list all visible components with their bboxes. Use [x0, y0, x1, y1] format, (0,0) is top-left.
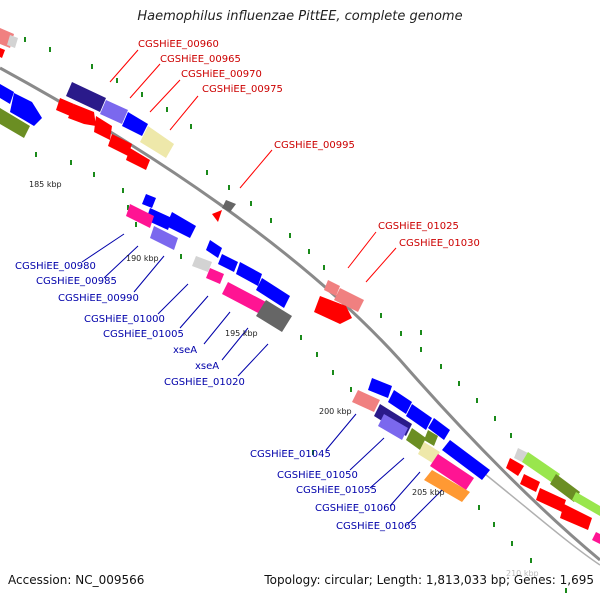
genome-backbone-inner	[479, 469, 600, 566]
gene-label-01005[interactable]: CGSHiEE_01005	[103, 329, 184, 340]
gene-label-01050[interactable]: CGSHiEE_01050	[277, 470, 358, 481]
gene-label-00965[interactable]: CGSHiEE_00965	[160, 54, 241, 65]
gene-cluster-right[interactable]	[506, 448, 600, 544]
gene-label-01045[interactable]: CGSHiEE_01045	[250, 449, 331, 460]
gene-label-00960[interactable]: CGSHiEE_00960	[138, 39, 219, 50]
callout-lines-bottom	[81, 233, 443, 525]
gene-label-00995[interactable]: CGSHiEE_00995	[274, 140, 355, 151]
tick-labels: 185 kbp 190 kbp 195 kbp 200 kbp 205 kbp …	[29, 180, 539, 578]
gene-label-01060[interactable]: CGSHiEE_01060	[315, 503, 396, 514]
tick-label-200: 200 kbp	[319, 407, 352, 416]
map-title: Haemophilus influenzae PittEE, complete …	[137, 9, 463, 24]
tick-dashes	[24, 37, 567, 593]
gene-label-00970[interactable]: CGSHiEE_00970	[181, 69, 262, 80]
gene-labels-bottom: CGSHiEE_00980 CGSHiEE_00985 CGSHiEE_0099…	[15, 261, 417, 532]
accession-label: Accession: NC_009566	[8, 573, 145, 587]
gene-label-01000[interactable]: CGSHiEE_01000	[84, 314, 165, 325]
topology-label: Topology: circular; Length: 1,813,033 bp…	[264, 573, 594, 587]
tick-label-185: 185 kbp	[29, 180, 62, 189]
tick-label-205: 205 kbp	[412, 488, 445, 497]
gene-cluster-00980[interactable]	[126, 194, 196, 250]
gene-label-01025[interactable]: CGSHiEE_01025	[378, 221, 459, 232]
gene-cluster-00995[interactable]	[212, 200, 236, 222]
gene-cluster-01000[interactable]	[192, 240, 292, 332]
tick-label-190: 190 kbp	[126, 254, 159, 263]
tick-label-210: 210 kbp	[506, 569, 539, 578]
gene-label-01020[interactable]: CGSHiEE_01020	[164, 377, 245, 388]
callout-lines-top	[109, 49, 397, 283]
gene-label-01055[interactable]: CGSHiEE_01055	[296, 485, 377, 496]
gene-label-00975[interactable]: CGSHiEE_00975	[202, 84, 283, 95]
gene-cluster-01025[interactable]	[314, 280, 364, 324]
gene-label-01065[interactable]: CGSHiEE_01065	[336, 521, 417, 532]
gene-label-xsea-1[interactable]: xseA	[173, 345, 197, 356]
gene-cluster-01045[interactable]	[352, 378, 490, 502]
gene-label-xsea-2[interactable]: xseA	[195, 361, 219, 372]
gene-labels-top: CGSHiEE_00960 CGSHiEE_00965 CGSHiEE_0097…	[138, 39, 480, 249]
tick-label-195: 195 kbp	[225, 329, 258, 338]
gene-label-00990[interactable]: CGSHiEE_00990	[58, 293, 139, 304]
gene-label-01030[interactable]: CGSHiEE_01030	[399, 238, 480, 249]
gene-cluster-00960[interactable]	[56, 82, 174, 170]
gene-label-00980[interactable]: CGSHiEE_00980	[15, 261, 96, 272]
gene-label-00985[interactable]: CGSHiEE_00985	[36, 276, 117, 287]
gene-group-top-left[interactable]	[0, 28, 42, 138]
